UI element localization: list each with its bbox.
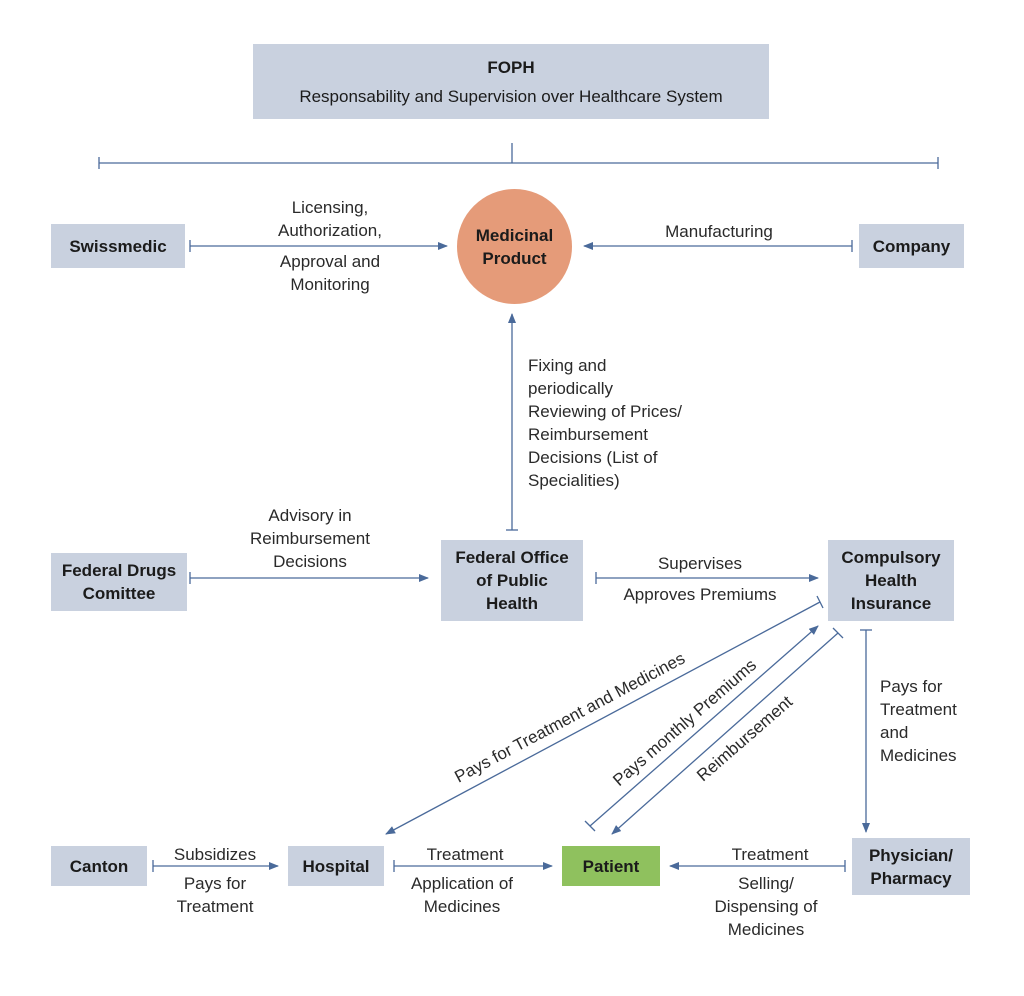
label-advisory-1: Advisory in: [268, 506, 352, 525]
node-insurance-label-1: Compulsory: [841, 548, 941, 567]
label-approves-premiums: Approves Premiums: [623, 585, 777, 604]
label-treatment-physician: Treatment: [731, 845, 809, 864]
node-drugs-label-1: Federal Drugs: [61, 561, 177, 580]
node-product-label-2: Product: [482, 248, 547, 268]
label-selling-3: Medicines: [727, 920, 805, 939]
label-application-medicines: Application of Medicines: [392, 872, 532, 918]
node-drugs-label-2: Comittee: [82, 584, 156, 603]
label-pays-right-3: and: [880, 723, 909, 742]
label-fixing-3: Reviewing of Prices/: [528, 402, 683, 421]
label-selling-1: Selling/: [738, 874, 794, 893]
node-product-label-1: Medicinal: [475, 225, 554, 245]
node-physician-label-1: Physician/: [868, 845, 954, 865]
label-advisory-2: Reimbursement: [250, 529, 370, 548]
node-swissmedic-label: Swissmedic: [69, 236, 167, 256]
arrow-patient-insurance: [589, 625, 819, 827]
node-office-label-1: Federal Office: [455, 548, 569, 567]
label-pays-right-4: Medicines: [880, 746, 957, 765]
label-application-1: Application of: [410, 874, 514, 893]
label-pays-for-right: Pays for Treatment and Medicines: [880, 675, 990, 767]
label-pays-treatment-2: Treatment: [176, 897, 254, 916]
node-canton: Canton: [51, 846, 147, 886]
node-office-label-2: of Public: [476, 571, 548, 590]
label-licensing: Licensing, Authorization,: [255, 196, 405, 242]
node-medicinal-product: Medicinal Product: [457, 189, 572, 304]
label-fixing-6: Specialities): [528, 471, 620, 490]
node-physician-label-2: Pharmacy: [870, 868, 952, 888]
label-fixing-prices: Fixing and periodically Reviewing of Pri…: [528, 354, 728, 492]
label-licensing-2: Authorization,: [278, 221, 382, 240]
node-company-label: Company: [872, 236, 951, 256]
node-federal-office: Federal Office of Public Health: [441, 540, 583, 621]
label-pays-right-1: Pays for: [880, 677, 943, 696]
label-selling-dispensing: Selling/ Dispensing of Medicines: [694, 872, 838, 941]
label-licensing-1: Licensing,: [291, 198, 369, 217]
node-insurance-label-3: Insurance: [850, 594, 932, 613]
node-insurance-label-2: Health: [865, 571, 917, 590]
node-company: Company: [859, 224, 964, 268]
node-canton-label: Canton: [69, 856, 129, 876]
foph-subtitle: Responsability and Supervision over Heal…: [299, 86, 723, 106]
label-manufacturing: Manufacturing: [665, 222, 773, 241]
foph-title: FOPH: [487, 57, 535, 77]
node-physician-pharmacy: Physician/ Pharmacy: [852, 838, 970, 895]
foph-header-box: FOPH Responsability and Supervision over…: [253, 44, 769, 119]
node-patient: Patient: [562, 846, 660, 886]
label-approval: Approval and Monitoring: [255, 250, 405, 296]
node-swissmedic: Swissmedic: [51, 224, 185, 268]
arrow-insurance-patient: [611, 632, 839, 835]
node-patient-label: Patient: [582, 856, 640, 876]
label-pays-for-treatment: Pays for Treatment: [160, 872, 270, 918]
label-pays-treatment-1: Pays for: [183, 874, 247, 893]
arrow-insurance-hospital: [385, 601, 821, 835]
label-approval-1: Approval and: [279, 252, 381, 271]
label-fixing-2: periodically: [528, 379, 614, 398]
node-compulsory-insurance: Compulsory Health Insurance: [828, 540, 954, 621]
node-federal-drugs-comittee: Federal Drugs Comittee: [51, 553, 187, 611]
label-fixing-4: Reimbursement: [528, 425, 648, 444]
label-application-2: Medicines: [423, 897, 501, 916]
label-selling-2: Dispensing of: [714, 897, 818, 916]
label-advisory-3: Decisions: [273, 552, 347, 571]
label-fixing-1: Fixing and: [528, 356, 607, 375]
label-advisory: Advisory in Reimbursement Decisions: [230, 504, 390, 573]
node-office-label-3: Health: [486, 594, 538, 613]
label-supervises: Supervises: [657, 554, 743, 573]
label-subsidizes: Subsidizes: [173, 845, 257, 864]
node-hospital-label: Hospital: [302, 856, 370, 876]
label-pays-right-2: Treatment: [880, 700, 957, 719]
label-treatment-hospital: Treatment: [426, 845, 504, 864]
label-approval-2: Monitoring: [290, 275, 370, 294]
label-fixing-5: Decisions (List of: [528, 448, 658, 467]
node-hospital: Hospital: [288, 846, 384, 886]
